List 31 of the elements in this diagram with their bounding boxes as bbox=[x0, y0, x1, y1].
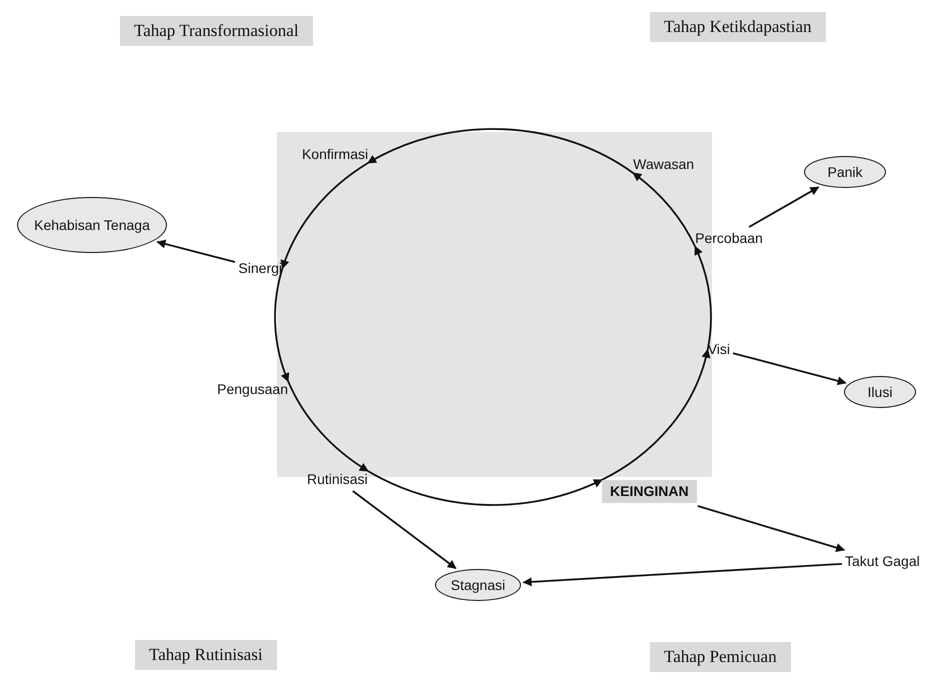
cycle-stage-label: Rutinisasi bbox=[306, 471, 368, 488]
arrow bbox=[156, 240, 236, 263]
arrow bbox=[698, 505, 846, 552]
stage-banner: Tahap Rutinisasi bbox=[135, 640, 277, 670]
cycle-stage-label: KEINGINAN bbox=[602, 480, 697, 503]
arrow bbox=[287, 380, 369, 472]
arrow bbox=[694, 246, 712, 350]
cycle-stage-label: Sinergi bbox=[238, 260, 282, 277]
text-label: Takut Gagal bbox=[845, 553, 920, 570]
cycle-stage-label: Pengusaan bbox=[217, 381, 288, 398]
arrow bbox=[602, 348, 710, 481]
arrow bbox=[281, 162, 368, 270]
outcome-ellipse: Stagnasi bbox=[435, 569, 521, 601]
outcome-ellipse: Panik bbox=[804, 156, 886, 188]
outcome-ellipse: Ilusi bbox=[844, 376, 916, 408]
arrow bbox=[748, 186, 820, 228]
arrow bbox=[352, 490, 457, 570]
stage-banner: Tahap Ketikdapastian bbox=[650, 12, 826, 42]
cycle-stage-label: Wawasan bbox=[633, 156, 694, 173]
arrow bbox=[367, 128, 634, 174]
arrow bbox=[732, 352, 847, 386]
cycle-stage-label: Visi bbox=[708, 341, 730, 358]
arrow bbox=[522, 562, 842, 586]
arrow bbox=[368, 470, 603, 506]
arrow bbox=[632, 172, 696, 248]
arrow bbox=[274, 268, 290, 382]
stage-banner: Tahap Transformasional bbox=[120, 16, 313, 46]
outcome-ellipse: Kehabisan Tenaga bbox=[17, 197, 167, 253]
cycle-stage-label: Percobaan bbox=[695, 230, 763, 246]
cycle-stage-label: Konfirmasi bbox=[302, 146, 368, 163]
stage-banner: Tahap Pemicuan bbox=[650, 642, 791, 672]
